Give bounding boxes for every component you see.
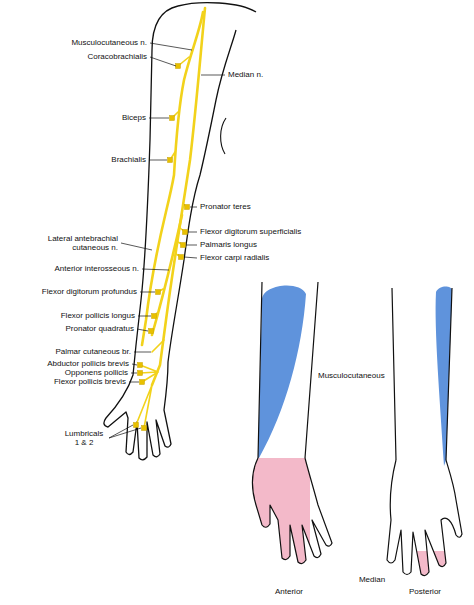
part-label: Flexor digitorum superficialis [200,227,301,236]
leader-line [149,118,169,119]
muscle-marker [181,243,186,248]
muscle-marker [152,314,157,319]
part-label: Flexor digitorum profundus [42,287,137,296]
leader-line [132,364,137,365]
leader-line [131,373,137,374]
view-label: Median [359,575,385,584]
hand-outline [252,458,332,564]
view-label: Musculocutaneous [318,371,385,380]
part-label: Median n. [228,70,263,79]
view-label: Anterior [275,587,303,596]
sensory-area-blue [258,285,306,458]
leader-line [109,428,141,438]
leader-line [142,269,169,270]
sensory-area-pink [245,455,310,575]
muscle-marker [185,205,190,210]
muscle-marker [170,116,175,121]
median-nerve [152,8,205,385]
part-label: Pronator quadratus [66,324,135,333]
muscle-marker [140,380,145,385]
musculocutaneous-nerve [142,12,203,345]
part-label: Opponens pollicis [65,368,128,377]
forearm-outline [392,288,452,460]
leader-line [184,257,197,258]
muscle-marker [179,255,184,260]
part-label: Lateral antebrachial cutaneous n. [30,234,118,252]
leader-line [186,245,197,246]
leader-line [129,382,139,383]
part-label: Biceps [122,113,146,122]
leader-line [138,316,151,317]
leader-line [149,160,167,161]
sensory-area-blue [436,287,452,467]
muscle-marker [156,290,161,295]
leader-line [134,352,151,353]
part-label: Abductor pollicis brevis [47,359,129,368]
chest-outline [221,118,226,154]
muscle-marker [168,158,173,163]
part-label: Flexor carpi radialis [200,253,269,262]
leader-line [190,207,197,208]
part-label: Flexor pollicis longus [61,311,135,320]
leader-line [121,243,152,250]
part-label: Anterior interosseous n. [55,264,140,273]
nerve-branch [136,57,189,428]
muscle-marker [176,64,181,69]
part-label: Lumbricals 1 & 2 [62,429,106,447]
shoulder-outline [178,3,256,12]
part-label: Pronator teres [200,202,251,211]
leader-line [150,43,192,50]
hand-outline [387,460,462,576]
muscle-marker [183,230,188,235]
muscle-marker [138,371,143,376]
part-label: Palmaris longus [200,240,257,249]
leader-line [201,75,225,76]
part-label: Musculocutaneous n. [71,38,147,47]
leader-line [137,329,148,331]
muscle-marker [138,363,143,368]
muscle-marker [149,329,154,334]
part-label: Flexor pollicis brevis [54,377,126,386]
nerve-paths [136,8,205,428]
forearm-outline [258,282,318,458]
part-label: Brachialis [111,155,146,164]
anterior-interosseous-nerve [152,215,182,335]
part-label: Palmar cutaneous br. [55,347,131,356]
leader-line [140,292,155,293]
muscle-marker [142,426,147,431]
part-label: Coracobrachialis [87,52,147,61]
leader-line [150,57,176,66]
view-label: Posterior [409,587,441,596]
muscle-marker [134,423,139,428]
leader-line [188,232,197,233]
